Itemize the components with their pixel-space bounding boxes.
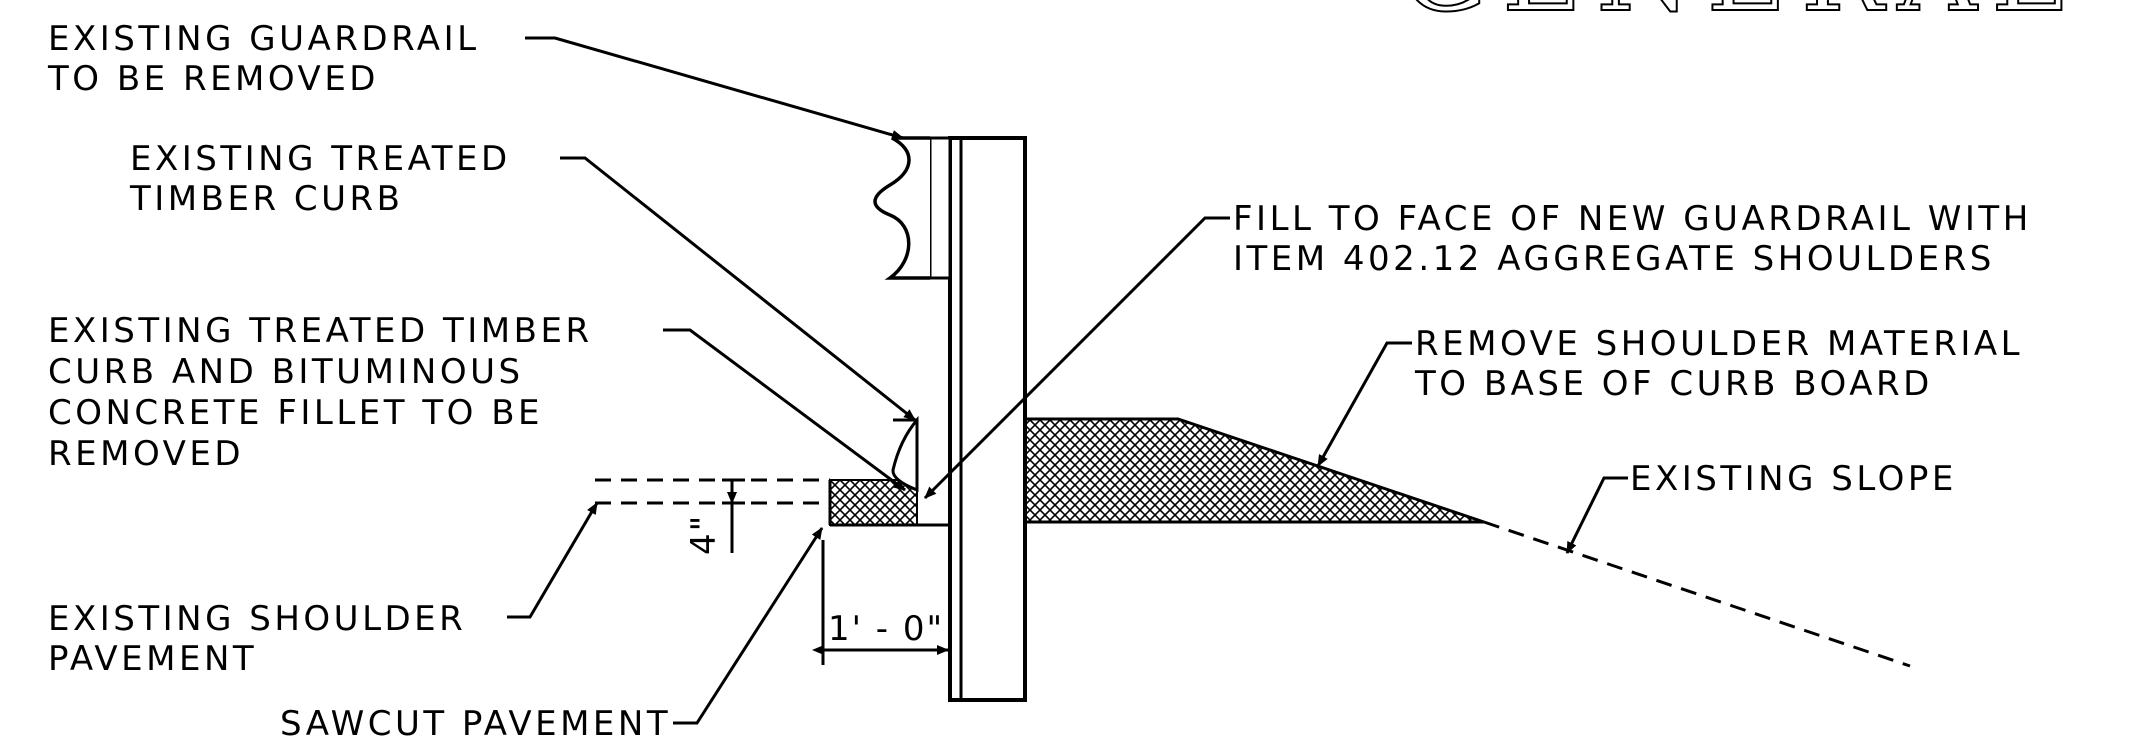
shoulder-material-hatch: [1021, 417, 1485, 524]
svg-text:EXISTING GUARDRAIL: EXISTING GUARDRAIL: [48, 19, 480, 59]
svg-text:ITEM 402.12 AGGREGATE SHOULDER: ITEM 402.12 AGGREGATE SHOULDERS: [1233, 239, 1995, 279]
svg-text:PAVEMENT: PAVEMENT: [48, 639, 257, 679]
svg-text:EXISTING TREATED TIMBER: EXISTING TREATED TIMBER: [48, 311, 593, 351]
svg-text:CURB AND BITUMINOUS: CURB AND BITUMINOUS: [48, 352, 524, 392]
depth-dimension: 4": [684, 514, 724, 555]
svg-text:CONCRETE FILLET TO BE: CONCRETE FILLET TO BE: [48, 393, 543, 433]
title-fragment: GENERAL: [1400, 0, 2078, 36]
svg-text:FILL TO FACE OF NEW GUARDRAIL: FILL TO FACE OF NEW GUARDRAIL WITH: [1233, 199, 2032, 239]
svg-text:REMOVED: REMOVED: [48, 434, 244, 474]
label-remove-shoulder: REMOVE SHOULDER MATERIAL TO BASE OF CURB…: [1414, 324, 2023, 404]
svg-text:TO BE REMOVED: TO BE REMOVED: [47, 59, 379, 99]
label-curb-and-fillet: EXISTING TREATED TIMBER CURB AND BITUMIN…: [48, 311, 593, 474]
svg-text:TIMBER CURB: TIMBER CURB: [129, 179, 403, 219]
svg-text:REMOVE SHOULDER MATERIAL: REMOVE SHOULDER MATERIAL: [1415, 324, 2023, 364]
timber-curb: [928, 136, 952, 280]
label-shoulder-pavement: EXISTING SHOULDER PAVEMENT: [48, 599, 466, 679]
svg-text:TO BASE OF CURB BOARD: TO BASE OF CURB BOARD: [1414, 364, 1933, 404]
svg-text:EXISTING SHOULDER: EXISTING SHOULDER: [48, 599, 466, 639]
aggregate-fill-hatch: [829, 479, 918, 526]
svg-text:EXISTING TREATED: EXISTING TREATED: [130, 139, 511, 179]
existing-slope-line: [1483, 520, 1911, 668]
label-timber-curb: EXISTING TREATED TIMBER CURB: [129, 139, 511, 219]
label-sawcut: SAWCUT PAVEMENT: [280, 704, 671, 744]
label-fill-to-face: FILL TO FACE OF NEW GUARDRAIL WITH ITEM …: [1233, 199, 2032, 279]
w-beam-rail: [873, 136, 930, 280]
offset-dimension: 1' - 0": [828, 609, 944, 649]
label-existing-slope: EXISTING SLOPE: [1630, 459, 1957, 499]
label-guardrail-removed: EXISTING GUARDRAIL TO BE REMOVED: [47, 19, 480, 99]
bituminous-fillet: [891, 415, 919, 493]
